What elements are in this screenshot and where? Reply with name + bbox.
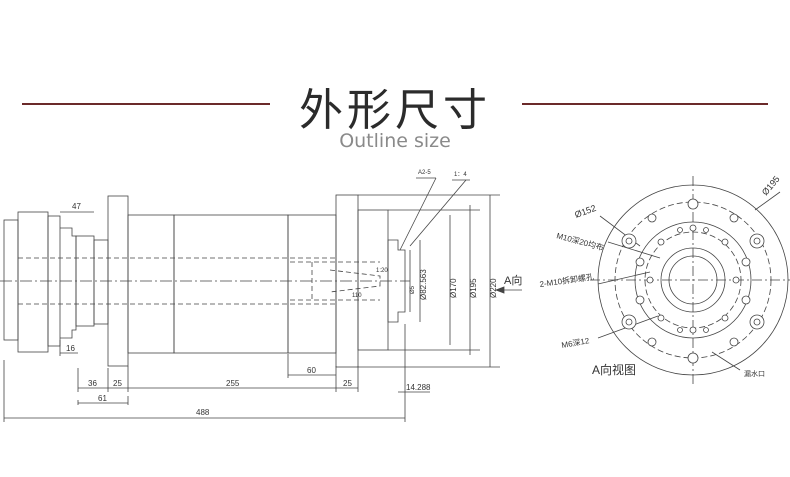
dim-d-195: Ø195: [469, 278, 478, 298]
callout-1-4: 1：4: [454, 172, 467, 178]
front-view-holes: [621, 198, 765, 364]
arrow-a-label: A向: [504, 273, 522, 287]
front-d-152: Ø152: [573, 203, 597, 220]
front-m10-deep20: M10深20均布: [555, 230, 604, 252]
section-subtitle: Outline size: [339, 130, 451, 152]
dim-255: 255: [226, 379, 240, 388]
header-right-rule: [522, 103, 768, 105]
front-m6-deep12: M6深12: [561, 336, 591, 350]
front-view-label: A向视图: [592, 362, 636, 377]
dim-25-front: 25: [343, 379, 352, 388]
dim-d-82563: Ø82.563: [419, 269, 428, 300]
side-view-dimensions: [3, 177, 522, 422]
front-m10-remove: 2-M10拆卸螺孔: [539, 271, 595, 289]
section-title: 外形尺寸: [299, 85, 491, 136]
side-view-body: [0, 194, 410, 368]
dim-36: 36: [88, 379, 97, 388]
dim-d-small: Ø5: [410, 285, 416, 294]
dim-47: 47: [72, 202, 81, 211]
dim-25-rear: 25: [113, 379, 122, 388]
front-drain-label: 漏水口: [744, 369, 765, 378]
dim-d-220: Ø220: [489, 278, 498, 298]
section-header: 外形尺寸 Outline size: [0, 70, 790, 160]
dim-61: 61: [98, 394, 107, 403]
dim-60: 60: [307, 366, 316, 375]
callout-a2-5: A2-5: [418, 170, 431, 176]
front-d-195: Ø195: [760, 174, 782, 197]
header-left-rule: [22, 103, 270, 105]
front-view-callouts: [597, 191, 781, 371]
taper-1-20: 1:20: [376, 268, 388, 274]
dim-14288: 14.288: [406, 383, 431, 392]
dim-110: 110: [352, 293, 362, 299]
dim-d-170: Ø170: [449, 278, 458, 298]
front-view-body: [590, 176, 790, 384]
dim-16: 16: [66, 344, 75, 353]
dim-488: 488: [196, 408, 210, 417]
